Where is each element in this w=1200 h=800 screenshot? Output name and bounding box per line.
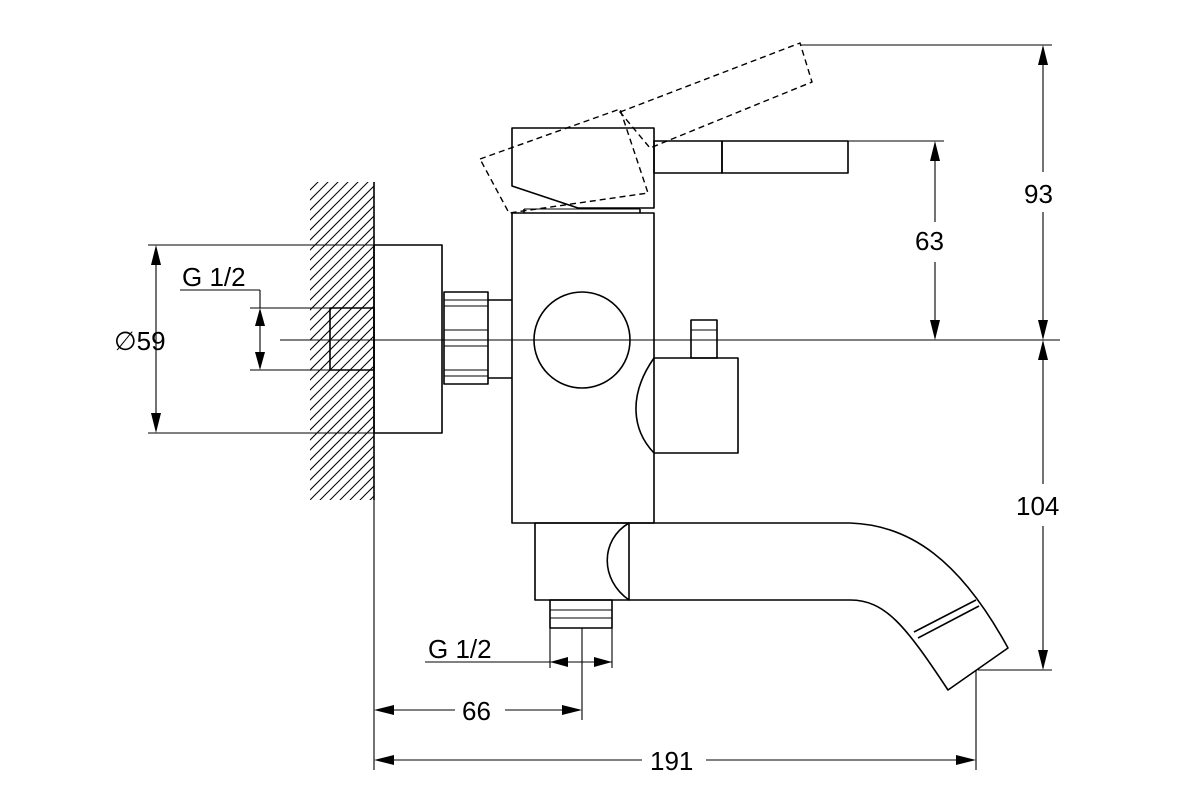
hatch-line xyxy=(359,485,374,500)
hatch-line xyxy=(310,185,374,251)
hatch-line xyxy=(310,385,374,451)
hatch-line xyxy=(310,182,329,201)
hatch-line xyxy=(310,215,374,281)
hatch-line xyxy=(310,182,349,221)
hatch-line xyxy=(300,510,380,590)
hatch-line xyxy=(310,395,374,461)
hatch-line xyxy=(310,182,339,211)
lever-handle xyxy=(721,140,849,174)
hatch-line xyxy=(319,445,374,500)
hatch-line xyxy=(339,465,374,500)
hatch-line xyxy=(349,475,374,500)
spout xyxy=(534,522,1009,691)
dim-thread-bottom xyxy=(425,628,613,668)
label-diameter: ∅59 xyxy=(114,326,166,356)
label-66: 66 xyxy=(462,696,491,726)
hatch-line xyxy=(310,235,374,301)
label-thread-top: G 1/2 xyxy=(182,262,246,292)
outlet-fitting xyxy=(549,599,613,629)
diverter-housing xyxy=(635,357,739,454)
dim-104 xyxy=(978,340,1052,671)
hatch-line xyxy=(310,435,374,500)
dim-93 xyxy=(800,44,1052,340)
hatch-line xyxy=(310,275,374,341)
lever-handle-neck xyxy=(653,140,723,174)
lever-raised-outline xyxy=(478,42,813,214)
hatch-line xyxy=(369,495,374,500)
hatch-line xyxy=(310,345,374,411)
wall-inlet-fitting xyxy=(329,307,375,371)
label-63: 63 xyxy=(915,226,944,256)
hatch-line xyxy=(310,245,374,311)
faucet-body xyxy=(511,212,655,524)
hatch-line xyxy=(310,265,374,331)
wall-hatching xyxy=(300,182,380,590)
hatch-line xyxy=(310,225,374,291)
hex-nut xyxy=(443,291,489,385)
hatch-line xyxy=(310,375,374,441)
label-191: 191 xyxy=(650,746,693,776)
label-thread-bottom: G 1/2 xyxy=(428,634,492,664)
hatch-line xyxy=(310,195,374,261)
hatch-line xyxy=(310,295,374,361)
hatch-line xyxy=(310,355,374,421)
hatch-line xyxy=(310,365,374,431)
dim-63 xyxy=(848,140,944,340)
hatch-line xyxy=(310,405,374,471)
hatch-line xyxy=(310,182,319,191)
label-104: 104 xyxy=(1016,491,1059,521)
dim-diameter xyxy=(148,244,374,434)
hatch-line xyxy=(310,182,369,241)
hatch-line xyxy=(310,415,374,481)
hatch-line xyxy=(310,182,359,231)
hatch-line xyxy=(310,425,374,491)
hatch-line xyxy=(310,285,374,351)
dim-66 xyxy=(373,500,583,770)
lever-head xyxy=(511,127,655,209)
dim-thread-top xyxy=(180,289,330,371)
label-93: 93 xyxy=(1024,179,1053,209)
hatch-line xyxy=(329,455,374,500)
hatch-line xyxy=(310,255,374,321)
hatch-line xyxy=(310,315,374,381)
diverter-pin xyxy=(690,319,718,359)
hatch-line xyxy=(310,205,374,271)
dim-191 xyxy=(374,670,977,770)
hatch-line xyxy=(310,325,374,391)
wall-flange xyxy=(373,244,443,434)
hatch-line xyxy=(300,500,380,580)
